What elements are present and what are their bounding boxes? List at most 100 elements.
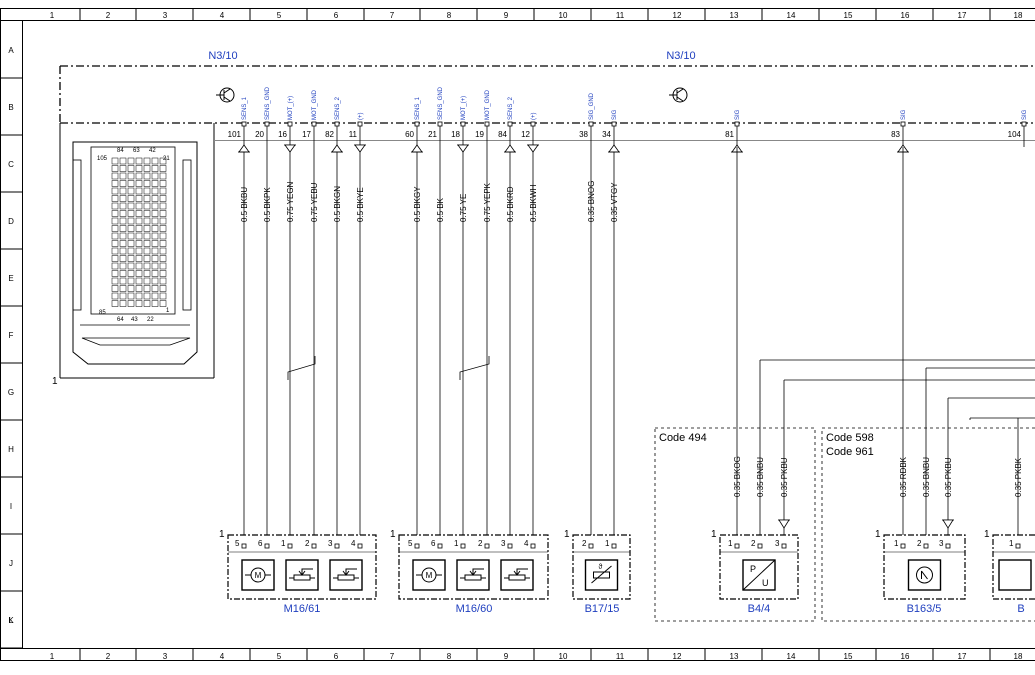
connector-pin-cell [128, 166, 134, 172]
connector-pin-cell [152, 158, 158, 164]
connector-pin-cell [160, 226, 166, 232]
connector-pin-cell [120, 301, 126, 307]
connector-pin-cell [128, 278, 134, 284]
grid-column-label: 2 [106, 652, 111, 661]
pin-signal-label: MOT_(+) [461, 96, 467, 120]
connector-pin-cell [152, 218, 158, 224]
component-B: 11B [984, 529, 1035, 615]
component-pin-number: 3 [775, 539, 780, 548]
grid-row-label: H [8, 445, 14, 454]
connector-pin-cell [128, 241, 134, 247]
svg-text:M: M [426, 571, 433, 580]
connector-pin-cell [152, 293, 158, 299]
grid-column-label: 10 [559, 652, 568, 661]
grid-column-label: 2 [106, 11, 111, 20]
component-reference: 1 [984, 529, 990, 540]
connector-pin-cell [152, 203, 158, 209]
pin-signal-label: SENS_2 [508, 96, 514, 120]
wire-break [288, 356, 489, 380]
connector-pin-cell [128, 211, 134, 217]
connector-pin-cell [120, 203, 126, 209]
potentiometer-icon [457, 560, 489, 590]
pin-terminal [589, 122, 593, 126]
signal-out-arrow-icon [355, 145, 365, 152]
grid-column-label: 1 [50, 652, 55, 661]
connector-pin-cell [152, 181, 158, 187]
connector-pin-cell [120, 263, 126, 269]
connector-pin-cell [160, 248, 166, 254]
connector-pin-cell [112, 271, 118, 277]
code-label: Code 494 [659, 432, 707, 444]
component-pin-terminal [782, 544, 786, 548]
connector-pin-cell [152, 173, 158, 179]
pin-number: 101 [228, 130, 242, 139]
connector-pin-cell [128, 188, 134, 194]
connector-pin-cell [160, 293, 166, 299]
transistor-icon [216, 88, 234, 102]
pin-signal-label: SIG_GND [589, 92, 595, 120]
connector-pin-cell [144, 256, 150, 262]
connector-pin-cell [152, 263, 158, 269]
connector-pin-cell [112, 263, 118, 269]
connector-pin-cell [120, 166, 126, 172]
grid-column-label: 15 [844, 652, 853, 661]
grid-row-label: E [8, 274, 13, 283]
connector-pin-cell [152, 248, 158, 254]
component-reference: 1 [219, 529, 225, 540]
component-pin-terminal [1016, 544, 1020, 548]
connector-pin-cell [112, 166, 118, 172]
connector-pin-cell [112, 241, 118, 247]
grid-row-label: J [9, 559, 13, 568]
connector-view-number: 43 [131, 317, 138, 323]
motor-icon: M [242, 560, 274, 590]
component-label: B17/15 [585, 603, 620, 615]
connector-pin-cell [136, 188, 142, 194]
sensor-box-icon [999, 560, 1031, 590]
pin-number: 81 [725, 130, 734, 139]
grid-column-label: 12 [673, 652, 682, 661]
connector-pin-cell [120, 226, 126, 232]
component-pin-number: 3 [328, 539, 333, 548]
connector-pin-cell [112, 203, 118, 209]
component-pin-number: 1 [605, 539, 610, 548]
pin-signal-label: SENS_GND [265, 86, 271, 120]
component-pin-number: 2 [751, 539, 756, 548]
pin-12: (+)120.5 BKWH [521, 112, 539, 535]
pin-signal-label: (+) [358, 112, 364, 120]
grid-column-label: 18 [1014, 652, 1023, 661]
component-pin-terminal [589, 544, 593, 548]
pin-terminal [485, 122, 489, 126]
wire-label: 0.5 BKPK [263, 187, 272, 222]
connector-pin-cell [120, 233, 126, 239]
svg-text:M: M [255, 571, 262, 580]
component-pin-number: 6 [431, 539, 436, 548]
connector-pin-cell [128, 226, 134, 232]
connector-pin-cell [144, 263, 150, 269]
connector-pin-cell [136, 241, 142, 247]
speed-sensor-icon [909, 560, 941, 590]
grid-row-label: F [9, 331, 14, 340]
pin-number: 17 [302, 130, 311, 139]
grid-column-label: 11 [616, 11, 625, 20]
connector-pin-cell [120, 271, 126, 277]
control-unit-label-right: N3/10 [666, 50, 695, 62]
connector-view-number: 84 [117, 148, 124, 154]
connector-pin-cell [136, 293, 142, 299]
connector-pin-grid [112, 158, 166, 307]
grid-column-label: 3 [163, 652, 168, 661]
wire-label-b1635-1: 0.35 RDBK [899, 456, 908, 497]
svg-text:U: U [762, 578, 769, 588]
grid-row-label: G [8, 388, 14, 397]
wire-label: 0.35 BNOG [587, 181, 596, 222]
signal-in-arrow-icon [505, 145, 515, 152]
connector-pin-cell [112, 278, 118, 284]
grid-row-label: I [10, 502, 12, 511]
signal-out-arrow-icon [779, 520, 789, 528]
connector-pin-cell [160, 263, 166, 269]
signal-in-arrow-icon [412, 145, 422, 152]
connector-pin-cell [144, 166, 150, 172]
